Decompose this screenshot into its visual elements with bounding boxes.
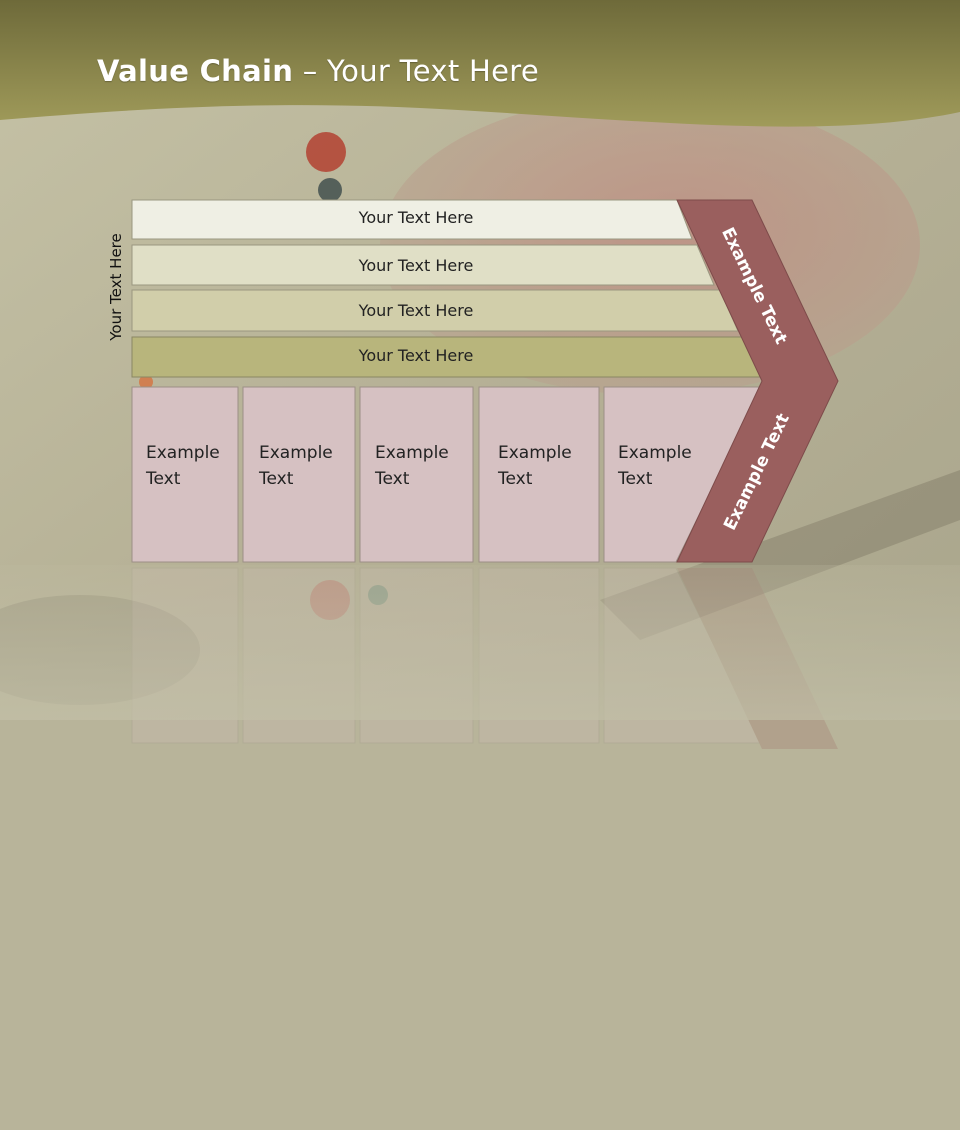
pin-head-red (306, 132, 346, 172)
bar-label-4: Your Text Here (358, 346, 474, 365)
pin-head-orange (139, 375, 153, 389)
bar-label-1: Your Text Here (358, 208, 474, 227)
bar-label-2: Your Text Here (358, 256, 474, 275)
vertical-axis-label: Your Text Here (107, 233, 125, 341)
pin-head-dark (318, 178, 342, 202)
reflection-fade (0, 565, 960, 720)
bar-label-3: Your Text Here (358, 301, 474, 320)
header-band (0, 0, 960, 127)
title-bold: Value Chain (97, 54, 294, 88)
title-rest: – Your Text Here (293, 54, 539, 88)
slide-title: Value Chain – Your Text Here (97, 54, 539, 88)
